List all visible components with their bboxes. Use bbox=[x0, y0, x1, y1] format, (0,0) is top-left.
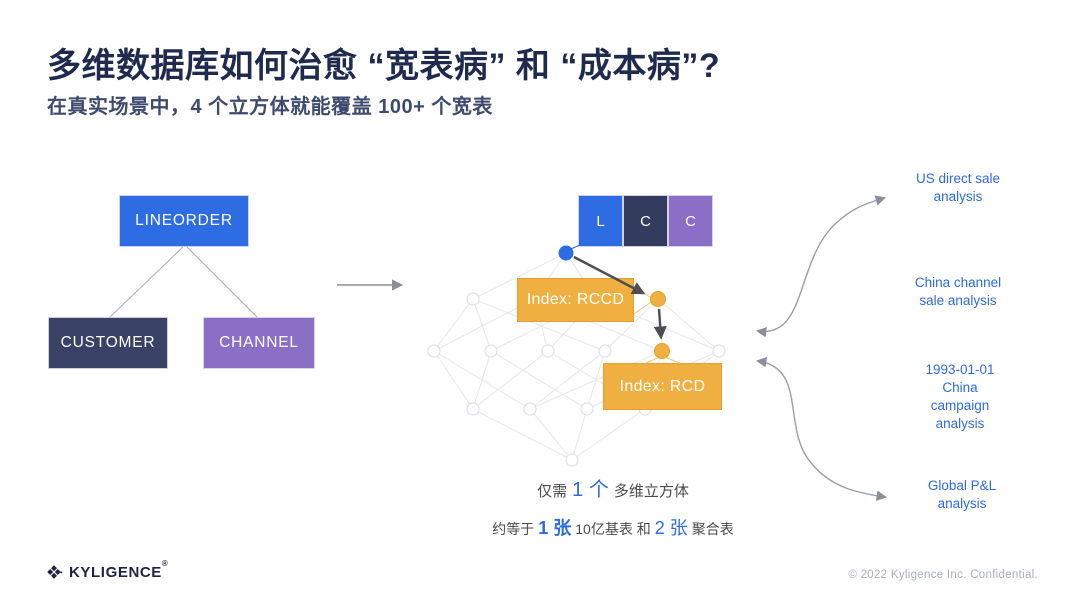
index-rcd-node bbox=[654, 343, 670, 359]
index-rcd-label: Index: RCD bbox=[619, 377, 706, 395]
lattice-node bbox=[598, 344, 612, 358]
lattice-edge bbox=[657, 298, 663, 352]
lattice-edge bbox=[433, 350, 531, 410]
lattice-edge bbox=[433, 350, 474, 410]
query-arrow-rcd bbox=[653, 308, 667, 340]
caption-suffix: 聚合表 bbox=[691, 521, 734, 537]
dimension-table-box-customer: CUSTOMER bbox=[48, 317, 168, 369]
caption-highlight: 2 张 bbox=[654, 518, 688, 538]
lattice-node bbox=[580, 402, 594, 416]
brand-text: KYLIGENCE bbox=[69, 564, 162, 581]
lattice-edge bbox=[571, 408, 646, 461]
analysis-label-china-channel-sale: China channel sale analysis bbox=[914, 275, 1002, 309]
slide-subtitle: 在真实场景中，4 个立方体就能覆盖 100+ 个宽表 bbox=[47, 96, 493, 118]
lattice-edge bbox=[657, 298, 720, 352]
lattice-edge bbox=[472, 298, 492, 352]
lattice-node bbox=[466, 402, 480, 416]
caption-prefix: 仅需 bbox=[537, 483, 568, 500]
caption-suffix: 多维立方体 bbox=[613, 483, 689, 500]
registered-mark: ® bbox=[161, 559, 169, 568]
segment-lineorder: L bbox=[578, 195, 623, 247]
analysis-curve-arrow-top bbox=[755, 195, 887, 338]
lattice-edge bbox=[571, 408, 588, 461]
lattice-edge bbox=[433, 298, 474, 352]
dimension-table-label: CUSTOMER bbox=[60, 334, 156, 351]
caption-prefix: 约等于 bbox=[492, 521, 535, 537]
index-rcd-box: Index: RCD bbox=[603, 363, 722, 410]
analysis-label-global-pl: Global P&L analysis bbox=[927, 478, 997, 512]
dimension-table-box-channel: CHANNEL bbox=[203, 317, 315, 369]
kyligence-logo-icon bbox=[47, 565, 63, 579]
lattice-edge bbox=[529, 350, 606, 410]
lattice-node bbox=[427, 344, 441, 358]
caption-mid: 10亿基表 和 bbox=[575, 521, 651, 537]
lattice-edge bbox=[472, 350, 492, 410]
joined-columns-bar: L C C bbox=[578, 195, 713, 247]
lattice-node bbox=[541, 344, 555, 358]
analysis-label-us-direct-sale: US direct sale analysis bbox=[915, 171, 1001, 205]
lattice-node bbox=[466, 292, 480, 306]
caption-highlight: 1 张 bbox=[538, 518, 572, 538]
callout-line bbox=[633, 285, 652, 299]
copyright-text: © 2022 Kyligence Inc. Confidential. bbox=[848, 569, 1038, 581]
index-rccd-box: Index: RCCD bbox=[517, 278, 634, 322]
footer-logo: KYLIGENCE® bbox=[46, 559, 168, 581]
lattice-node bbox=[712, 344, 726, 358]
callout-line bbox=[633, 301, 652, 315]
base-cuboid-node bbox=[558, 245, 574, 261]
lattice-node bbox=[523, 402, 537, 416]
tree-connector-right bbox=[186, 246, 258, 318]
analysis-curve-arrow-bottom bbox=[755, 356, 888, 501]
lattice-node bbox=[565, 453, 579, 467]
lattice-edge bbox=[529, 408, 573, 461]
segment-customer: C bbox=[623, 195, 668, 247]
fact-table-box: LINEORDER bbox=[119, 195, 249, 247]
slide-title: 多维数据库如何治愈 “宽表病” 和 “成本病”? bbox=[47, 47, 721, 85]
dimension-table-label: CHANNEL bbox=[219, 334, 299, 351]
caption-highlight: 1 个 bbox=[572, 479, 609, 501]
index-rccd-label: Index: RCCD bbox=[526, 291, 625, 308]
segment-channel: C bbox=[668, 195, 713, 247]
brand-name: KYLIGENCE® bbox=[69, 559, 168, 581]
analysis-label-china-campaign: 1993-01-01 China campaign analysis bbox=[925, 362, 995, 432]
lattice-edge bbox=[490, 350, 588, 410]
tree-connector-left bbox=[109, 246, 184, 318]
lattice-edge bbox=[472, 408, 573, 461]
lattice-edge bbox=[472, 350, 549, 410]
fact-table-label: LINEORDER bbox=[135, 212, 233, 229]
index-rccd-node bbox=[650, 291, 666, 307]
lattice-node bbox=[484, 344, 498, 358]
